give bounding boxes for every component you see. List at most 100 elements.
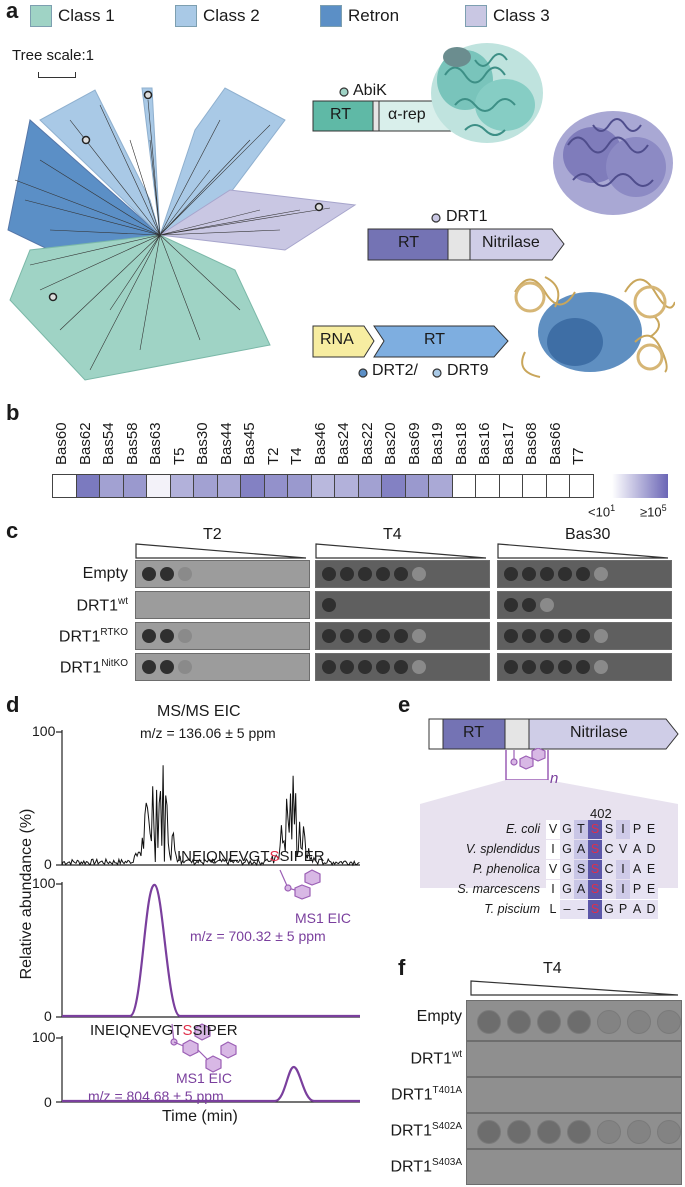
plate-f-row-sup-1: wt	[452, 1049, 462, 1060]
spot	[412, 567, 426, 581]
plate-c-2-1	[315, 622, 490, 650]
d-tick-100-2: 100	[32, 875, 56, 891]
legend-swatch-2	[320, 5, 342, 27]
plate-f-phage: T4	[543, 960, 562, 977]
legend-swatch-0	[30, 5, 52, 27]
heatmap-label-14: Bas20	[382, 422, 399, 465]
plate-c-1-2	[497, 591, 672, 619]
heatmap-label-13: Bas22	[358, 422, 376, 465]
drt1-nitrilase-label: Nitrilase	[482, 234, 540, 251]
heatmap-label-16: Bas19	[429, 422, 446, 465]
residue-3-4: S	[602, 880, 616, 899]
panel-label-a: a	[6, 0, 19, 23]
spot	[358, 567, 372, 581]
heatmap-cell-6	[193, 474, 218, 498]
residue-4-2: –	[574, 900, 588, 919]
panel-label-b: b	[6, 400, 20, 425]
spot	[477, 1009, 501, 1034]
heatmap-scale-low: <101	[588, 503, 616, 520]
plate-f-2	[466, 1077, 682, 1113]
spot	[507, 1009, 531, 1034]
spot	[522, 598, 536, 612]
residue-4-7: D	[644, 900, 658, 919]
d-tick-100-1: 100	[32, 723, 56, 739]
plate-c-row-name-2: DRT1	[58, 628, 101, 646]
plate-c-3-2	[497, 653, 672, 681]
heatmap-label-21: Bas66	[546, 422, 564, 465]
ms1-eic-1-title: MS1 EIC	[295, 910, 352, 926]
plate-f-row-name-0: Empty	[416, 1008, 462, 1025]
plate-c-0-2	[497, 560, 672, 588]
residue-4-6: A	[630, 900, 644, 919]
spot	[178, 567, 192, 581]
residue-3-5: I	[616, 880, 630, 899]
plate-f-row-label-0: Empty	[417, 1008, 462, 1026]
msms-title: MS/MS EIC	[157, 703, 241, 720]
species-1: V. splendidus	[465, 842, 540, 856]
plate-c-phage-2: Bas30	[565, 526, 611, 543]
residue-3-3: S	[588, 880, 602, 899]
spot	[567, 1009, 591, 1034]
spot	[594, 660, 608, 674]
residue-0-5: I	[616, 820, 630, 839]
spot	[537, 1009, 561, 1034]
panel-label-c: c	[6, 518, 19, 543]
drt2-name: DRT2/	[372, 362, 418, 379]
spot	[358, 629, 372, 643]
residue-4-5: P	[616, 900, 630, 919]
residue-2-4: C	[602, 860, 616, 879]
heatmap-color-scale	[612, 474, 668, 498]
tree-scale-bar	[38, 72, 76, 78]
spot	[657, 1009, 681, 1034]
spot	[322, 598, 336, 612]
spot	[576, 629, 590, 643]
heatmap-scale-high: ≥105	[640, 503, 667, 520]
spot	[376, 660, 390, 674]
legend-item-2: Retron	[320, 5, 399, 27]
e-domain-arrow	[428, 718, 679, 750]
residue-2-7: E	[644, 860, 658, 879]
heatmap-label-18: Bas16	[476, 422, 493, 465]
plate-f-4	[466, 1149, 682, 1185]
plate-f-row-name-1: DRT1	[410, 1050, 453, 1068]
drt2-domain-arrow	[312, 325, 509, 358]
legend-item-1: Class 2	[175, 5, 260, 27]
heatmap-label-8: Bas45	[241, 422, 258, 465]
heatmap-cell-0	[52, 474, 77, 498]
plate-c-row-label-1: DRT1wt	[77, 596, 129, 615]
spot	[160, 629, 174, 643]
legend-label-1: Class 2	[203, 6, 260, 25]
heatmap-label-3: Bas58	[123, 422, 141, 465]
heatmap-label-5: T5	[170, 447, 188, 465]
plate-f-0	[466, 1000, 682, 1041]
spot	[394, 629, 408, 643]
phylogenetic-tree	[7, 87, 357, 381]
panel-label-d: d	[6, 692, 20, 717]
drt2-rna-label: RNA	[320, 331, 354, 348]
plate-f-3	[466, 1113, 682, 1149]
residue-0-4: S	[602, 820, 616, 839]
residue-4-0: L	[546, 900, 560, 919]
heatmap-cell-21	[545, 474, 570, 498]
spot	[540, 629, 554, 643]
spot	[477, 1120, 501, 1144]
heatmap-cell-9	[263, 474, 288, 498]
heatmap-cell-10	[287, 474, 312, 498]
spot	[340, 567, 354, 581]
heatmap-cell-1	[75, 474, 100, 498]
d-tick-0-1: 0	[44, 856, 52, 872]
plate-f-row-name-2: DRT1	[391, 1086, 433, 1104]
abik-marker-icon	[339, 87, 349, 97]
heatmap-label-4: Bas63	[147, 422, 164, 465]
plate-c-phage-1: T4	[383, 526, 402, 543]
plate-c-2-2	[497, 622, 672, 650]
plate-c-row-name-1: DRT1	[76, 597, 119, 615]
msms-mz: m/z = 136.06 ± 5 ppm	[140, 725, 276, 741]
spot	[558, 567, 572, 581]
plate-c-row-sup-2: RTKO	[100, 627, 128, 638]
plate-f-row-label-4: DRT1S403A	[390, 1157, 462, 1176]
heatmap-cell-11	[310, 474, 335, 498]
legend-swatch-1	[175, 5, 197, 27]
spot	[160, 567, 174, 581]
residue-4-3: S	[588, 900, 602, 919]
